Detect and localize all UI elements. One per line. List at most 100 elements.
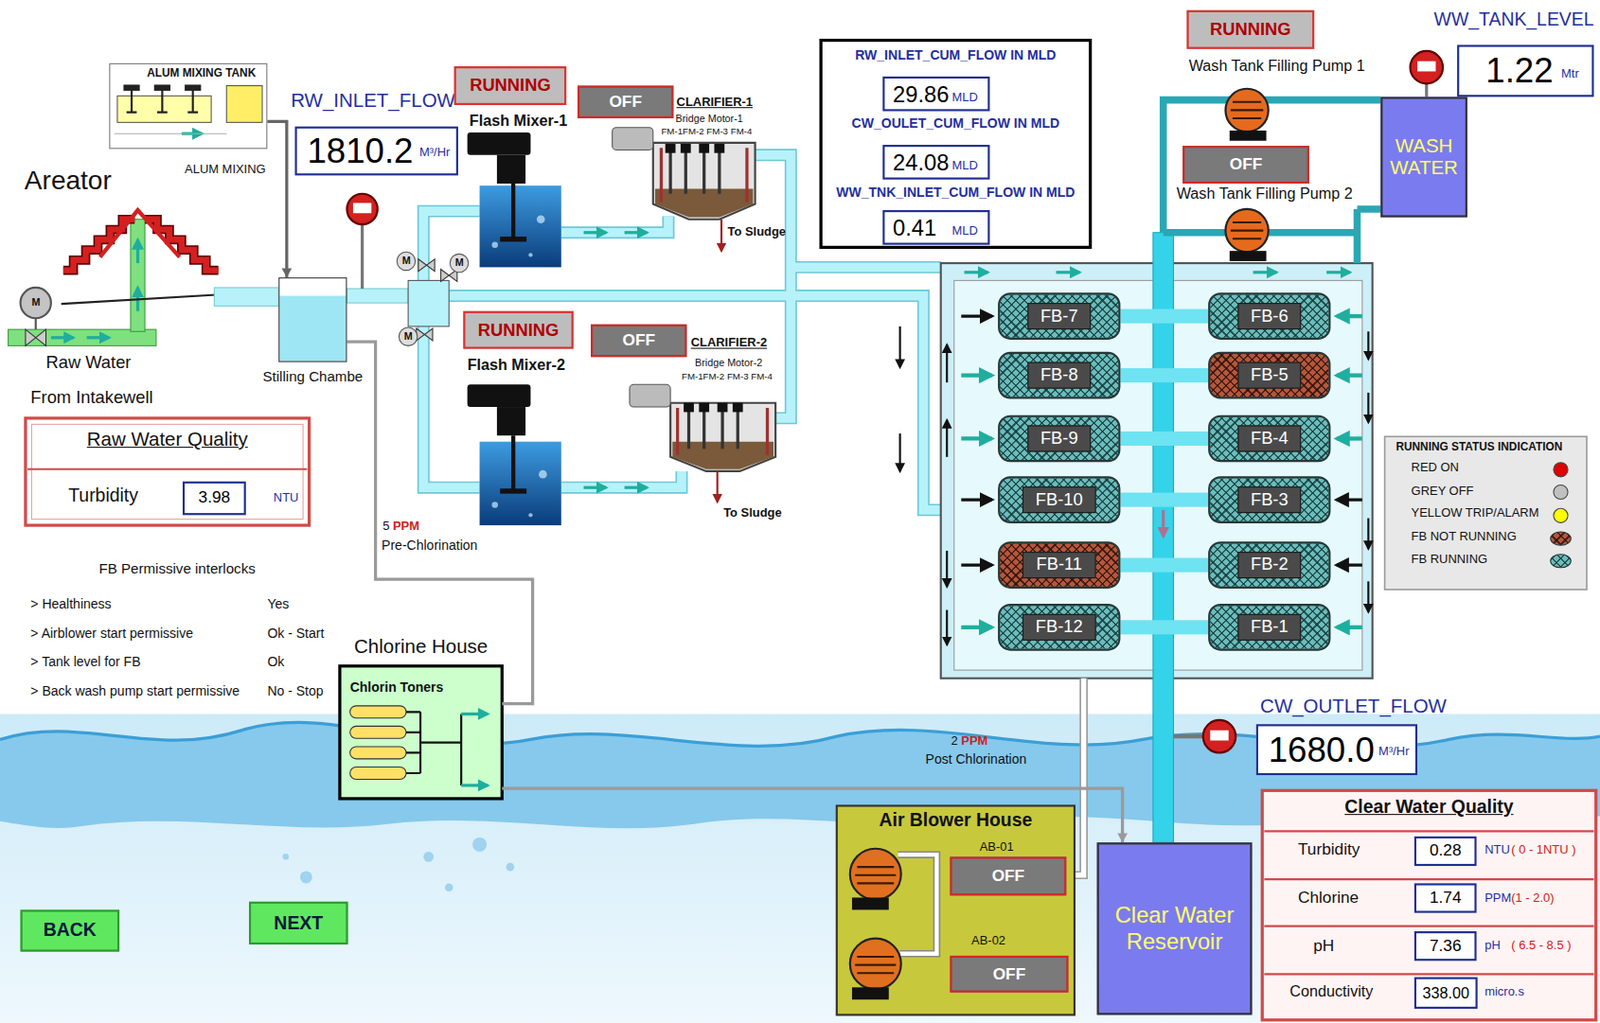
node-text: 1680.0 [1268,730,1375,771]
arrow-head [1117,834,1128,844]
node-text: WASH WATER [1382,134,1465,179]
node-text: RW_INLET_FLOW [290,89,456,113]
node-text: AB-02 [971,934,1006,949]
label-text: Wash Tank Filling Pump 2 [1176,184,1353,203]
node-text: FB-6 [1237,302,1302,330]
node-text: RUNNING [478,320,560,340]
node-text: RW_INLET_CUM_FLOW IN MLD [822,48,1089,64]
chlorine-house-drawing [339,666,502,800]
legend-text: FB RUNNING [1411,552,1488,568]
node-text: FB-3 [1237,486,1302,514]
filter-bed: FB-7 [997,292,1120,340]
legend-swatch [1552,507,1568,523]
node-text: 0.41 [892,214,937,241]
node-text: OFF [992,867,1025,887]
flash-mixers [467,132,562,526]
node-text: Clear Water Quality [1262,797,1596,818]
label-text: To Sludge [723,507,783,522]
node-text: 3.98 [198,489,232,509]
label-text: PPM [392,520,420,535]
level-display: WW_TANK_LEVEL1.22Mtr [1457,44,1594,97]
label-text: From Intakewell [30,388,153,409]
node-text: 1810.2 [306,131,413,172]
node-text: CW_OULET_CUM_FLOW IN MLD [822,116,1089,132]
node-text: WW_TNK_INLET_CUM_FLOW IN MLD [822,185,1089,201]
running-status: RUNNING [1186,10,1315,50]
node-text: 1.74 [1429,888,1462,908]
legend-text: FB NOT RUNNING [1411,530,1517,545]
raw-water-quality-panel: Raw Water QualityTurbidityNTU3.98 [25,418,310,526]
flow-display: CW_OUTLET_FLOW1680.0M³/Hr [1256,724,1418,776]
label-text: No - Stop [266,684,323,700]
off-status: OFF [949,856,1067,896]
wash-water-tank: WASH WATER [1380,96,1468,217]
aerator [8,210,280,346]
label-text: Post Chlorination [925,752,1028,768]
label-text: Pre-Chlorination [381,538,478,554]
off-status: OFF [949,956,1068,994]
node-text: Conductivity [1289,982,1373,1001]
node-text: FB-11 [1022,551,1096,579]
legend-swatch [1552,484,1568,500]
label-text: Bridge Motor-2 [694,356,763,369]
pipe-connector [501,788,1128,843]
value-box: 29.86MLD [882,76,990,112]
node-text: ( 6.5 - 8.5 ) [1511,940,1571,955]
label-text: 5 [382,520,390,535]
node-text: FB-4 [1237,426,1302,453]
label-text: > Healthiness [30,598,111,614]
stilling-chamber: Stilling Chambe [278,277,347,362]
running-status: RUNNING [462,311,573,350]
node-text: Chlorine [1297,888,1359,908]
legend-text: GREY OFF [1411,483,1475,498]
nav-button: NEXT [248,902,349,945]
node-text: Chlorin Toners [350,680,445,696]
label-text: RUNNING STATUS INDICATION [1395,441,1563,455]
label-text: Flash Mixer-2 [467,355,566,374]
node-text: MLD [952,159,978,174]
quality-panels [25,418,1597,1021]
filter-bed: FB-4 [1208,415,1331,463]
node-text: OFF [1229,155,1263,175]
label-text: M [402,254,411,267]
node-text: pH [1484,940,1501,955]
filter-bed: FB-11 [997,541,1120,589]
label-text: FM-1FM-2 FM-3 FM-4 [660,126,752,138]
node-text: pH [1313,936,1334,956]
node-text: MLD [952,90,978,106]
node-text: OFF [608,92,641,112]
label-text: PPM [960,734,988,749]
label-text: CLARIFIER-1 [676,95,753,110]
node-text: 7.36 [1429,937,1462,957]
label-text: Wash Tank Filling Pump 1 [1189,56,1366,75]
label-text: M [404,330,413,342]
node-text: OFF [622,331,655,351]
filter-bed: FB-8 [997,352,1120,400]
node-text: Chlorine House [309,635,534,658]
label-text: Flash Mixer-1 [469,110,568,129]
label-text: CLARIFIER-2 [691,337,767,352]
clarifiers [612,127,776,503]
off-status: OFF [590,324,687,357]
node-text: PPM [1484,891,1512,907]
node-text: Raw Water Quality [25,428,310,452]
value-box: 0.41MLD [882,210,990,246]
legend-swatch [1549,531,1572,546]
node-text: 1.22 [1485,51,1553,91]
filter-bed: FB-12 [997,604,1120,652]
label-text: Yes [266,598,289,614]
legend-text: YELLOW TRIP/ALARM [1411,507,1540,522]
alum-mixing-tank-drawing [108,63,267,150]
label-text: > Back wash pump start permissive [30,684,240,700]
node-text: ( 0 - 1NTU ) [1511,843,1576,858]
node-text: CW_OUTLET_FLOW [1260,695,1447,719]
label-text: > Airblower start permissive [30,626,194,642]
node-text: Air Blower House [836,810,1075,832]
air-blower-house: Air Blower HouseAB-01AB-02OFFOFF [836,805,1075,1015]
node-text: FB-1 [1237,614,1302,641]
label-text: M [31,297,40,309]
stilling-chamber-drawing [278,194,409,363]
off-status: OFF [577,86,674,119]
filter-bed: FB-2 [1208,541,1331,589]
